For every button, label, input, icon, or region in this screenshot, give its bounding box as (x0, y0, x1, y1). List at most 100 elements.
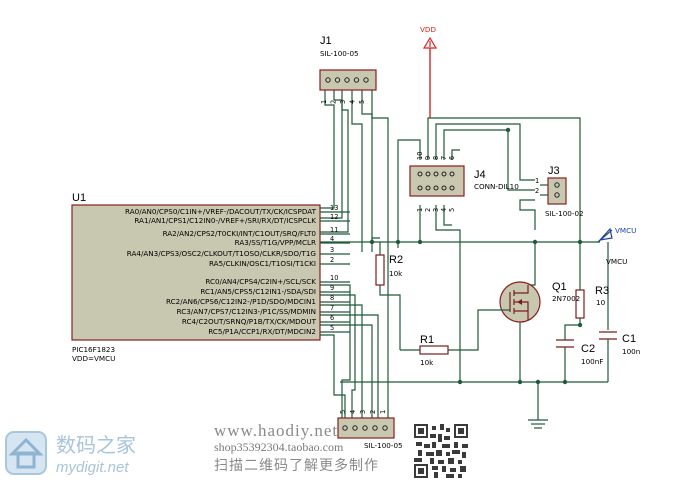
r2-resistor: R2 10k (375, 254, 403, 286)
j4-bottom-pin-number: 2 (424, 208, 432, 212)
r2-ref: R2 (389, 254, 403, 266)
r3-value: 10 (596, 298, 606, 307)
junction (457, 379, 463, 385)
u1-pin-number: 5 (330, 324, 334, 332)
j4-pin-hole (441, 185, 447, 191)
wires (320, 48, 613, 429)
u1-pins: RA0/AN0/CPS0/C1IN+/VREF-/DACOUT/TX/CK/IC… (125, 204, 350, 336)
junction (395, 239, 401, 245)
j1-pin-number: 4 (349, 100, 357, 104)
junction (505, 127, 511, 133)
c2-ref: C2 (581, 343, 595, 355)
j4-pin-hole (417, 185, 423, 191)
j4-bottom-pin-number: 5 (448, 208, 456, 212)
watermark-shop: shop35392304.taobao.com (214, 440, 344, 454)
j1-pin-hole (344, 77, 350, 83)
junction (562, 379, 568, 385)
j1-pin-hole (363, 77, 369, 83)
j4-body (409, 165, 465, 197)
j1-pin-hole (334, 77, 341, 83)
u1-pin-name: RA3/SS/T1G/VPP/MCLR (235, 238, 316, 247)
j2-pin-hole (342, 425, 348, 431)
vdd-terminal: VDD (420, 25, 438, 118)
u1-pin-name: RA0/AN0/CPS0/C1IN+/VREF-/DACOUT/TX/CK/IC… (125, 207, 317, 216)
u1-pin-number: 4 (330, 235, 334, 243)
u1-pin-number: 6 (330, 314, 334, 322)
j1-pin-number: 5 (358, 100, 366, 104)
j4-ref: J4 (474, 169, 486, 181)
j4-pin-hole (433, 185, 439, 191)
j4-top-pin-number: 10 (416, 152, 424, 160)
c2-capacitor: C2 100nF (556, 339, 603, 366)
u1-pin-number: 9 (330, 284, 334, 292)
c2-value: 100nF (581, 357, 603, 366)
j3-pin2 (554, 192, 560, 198)
r1-ref: R1 (420, 334, 434, 346)
vmcu-terminal: VMCU VMCU (598, 226, 636, 266)
junction (417, 239, 423, 245)
j3-pin1-num: 1 (535, 177, 539, 185)
u1-pin-number: 12 (330, 213, 338, 221)
u1-pin-name: RA5/CLKIN/OSC1/T1OSI/T1CKI (209, 259, 316, 268)
watermark-scan-text: 扫描二维码了解更多制作 (214, 458, 379, 474)
j1-pin-number: 1 (320, 100, 328, 104)
u1-pin-number: 8 (330, 294, 334, 302)
j2-pin-hole (372, 425, 378, 431)
qr-code-icon (414, 424, 468, 478)
vdd-label: VDD (420, 25, 436, 34)
j4-model: CONN-DIL10 (474, 182, 519, 191)
j4-top-pin-number: 9 (424, 156, 432, 160)
j1-pin-hole (325, 77, 331, 83)
c1-value: 100n (622, 347, 640, 356)
logo-site: mydigit.net (56, 459, 129, 476)
j4-pin-hole (417, 171, 423, 177)
r1-body (419, 345, 449, 355)
u1-pin-name: RC3/AN7/CPS7/C12IN3-/P1C/SS/MDMIN (177, 307, 316, 316)
j1-pin-number: 3 (339, 100, 347, 104)
q1-mosfet: Q1 2N7002 (499, 281, 580, 323)
u1-pin-name: RC4/C2OUT/SRNQ/P1B/TX/CK/MDOUT (182, 317, 317, 326)
c1-ref: C1 (622, 333, 636, 345)
q1-ref: Q1 (552, 281, 567, 293)
j3-model: SIL-100-02 (545, 209, 584, 218)
junction (517, 379, 523, 385)
watermark-url: www.haodiy.net (214, 421, 339, 440)
u1-pin-number: 2 (330, 256, 334, 264)
j4-bottom-pin-number: 4 (440, 208, 448, 212)
j4-top-pin-number: 7 (440, 156, 448, 160)
j2-model: SIL-100-05 (364, 441, 403, 450)
u1-pin-number: 13 (330, 204, 338, 212)
u1-ref: U1 (72, 192, 86, 204)
u1-pin-name: RA4/AN3/CPS3/OSC2/CLKOUT/T1OSO/CLKR/SDO/… (127, 249, 316, 258)
j4-bottom-pin-number: 3 (432, 208, 440, 212)
j2-pin-hole (362, 425, 368, 431)
j4-pin-hole (441, 171, 447, 177)
j2-body (337, 417, 395, 439)
junction (535, 379, 541, 385)
u1-pin-number: 3 (330, 246, 334, 254)
j2-pin-number: 4 (349, 410, 357, 414)
vmcu-net-label: VMCU (606, 257, 627, 266)
j2-pin-number: 5 (339, 410, 347, 414)
j4-bottom-pin-number: 1 (416, 208, 424, 212)
junctions (369, 127, 583, 385)
u1-pin-name: RA2/AN2/CPS2/T0CKI/INT/C1OUT/SRQ/FLT0 (163, 229, 317, 238)
u1-pin-number: 11 (330, 226, 338, 234)
r2-body (375, 254, 385, 286)
vmcu-arrow-icon (598, 227, 613, 241)
r3-ref: R3 (595, 285, 609, 297)
j2-pin-hole (352, 425, 358, 431)
u1-pin-name: RC1/AN5/CPS5/C12IN1-/SDA/SDI (200, 287, 316, 296)
r2-value: 10k (389, 269, 403, 278)
j3-ref: J3 (548, 165, 560, 177)
j1-pin-hole (353, 77, 360, 83)
j4-pin-hole (425, 171, 431, 177)
q1-model: 2N7002 (552, 294, 580, 303)
j4-pin-hole (449, 171, 455, 177)
j4-top-pin-number: 6 (448, 156, 456, 160)
